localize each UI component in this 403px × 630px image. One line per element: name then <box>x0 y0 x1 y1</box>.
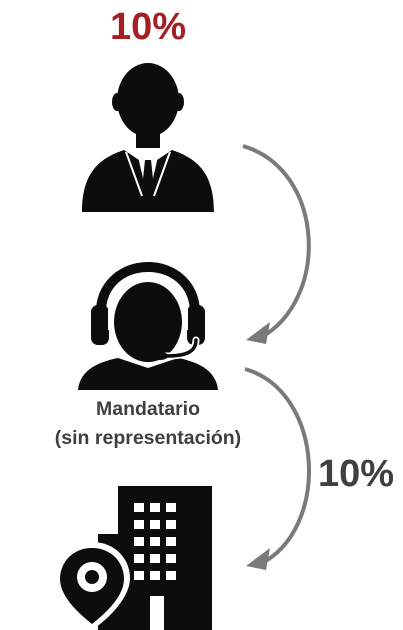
mandatary-label-line2: (sin representación) <box>54 427 242 449</box>
mandatary-label: Mandatario (sin representación) <box>0 395 296 453</box>
principal-percentage: 10% <box>109 6 187 48</box>
arrow-principal-to-mandatary <box>242 144 311 340</box>
transfer-percentage: 10% <box>318 453 395 495</box>
arrow-head-2 <box>246 548 270 570</box>
mandatary-label-line1: Mandatario <box>95 398 200 420</box>
arrow-head-1 <box>246 322 270 344</box>
